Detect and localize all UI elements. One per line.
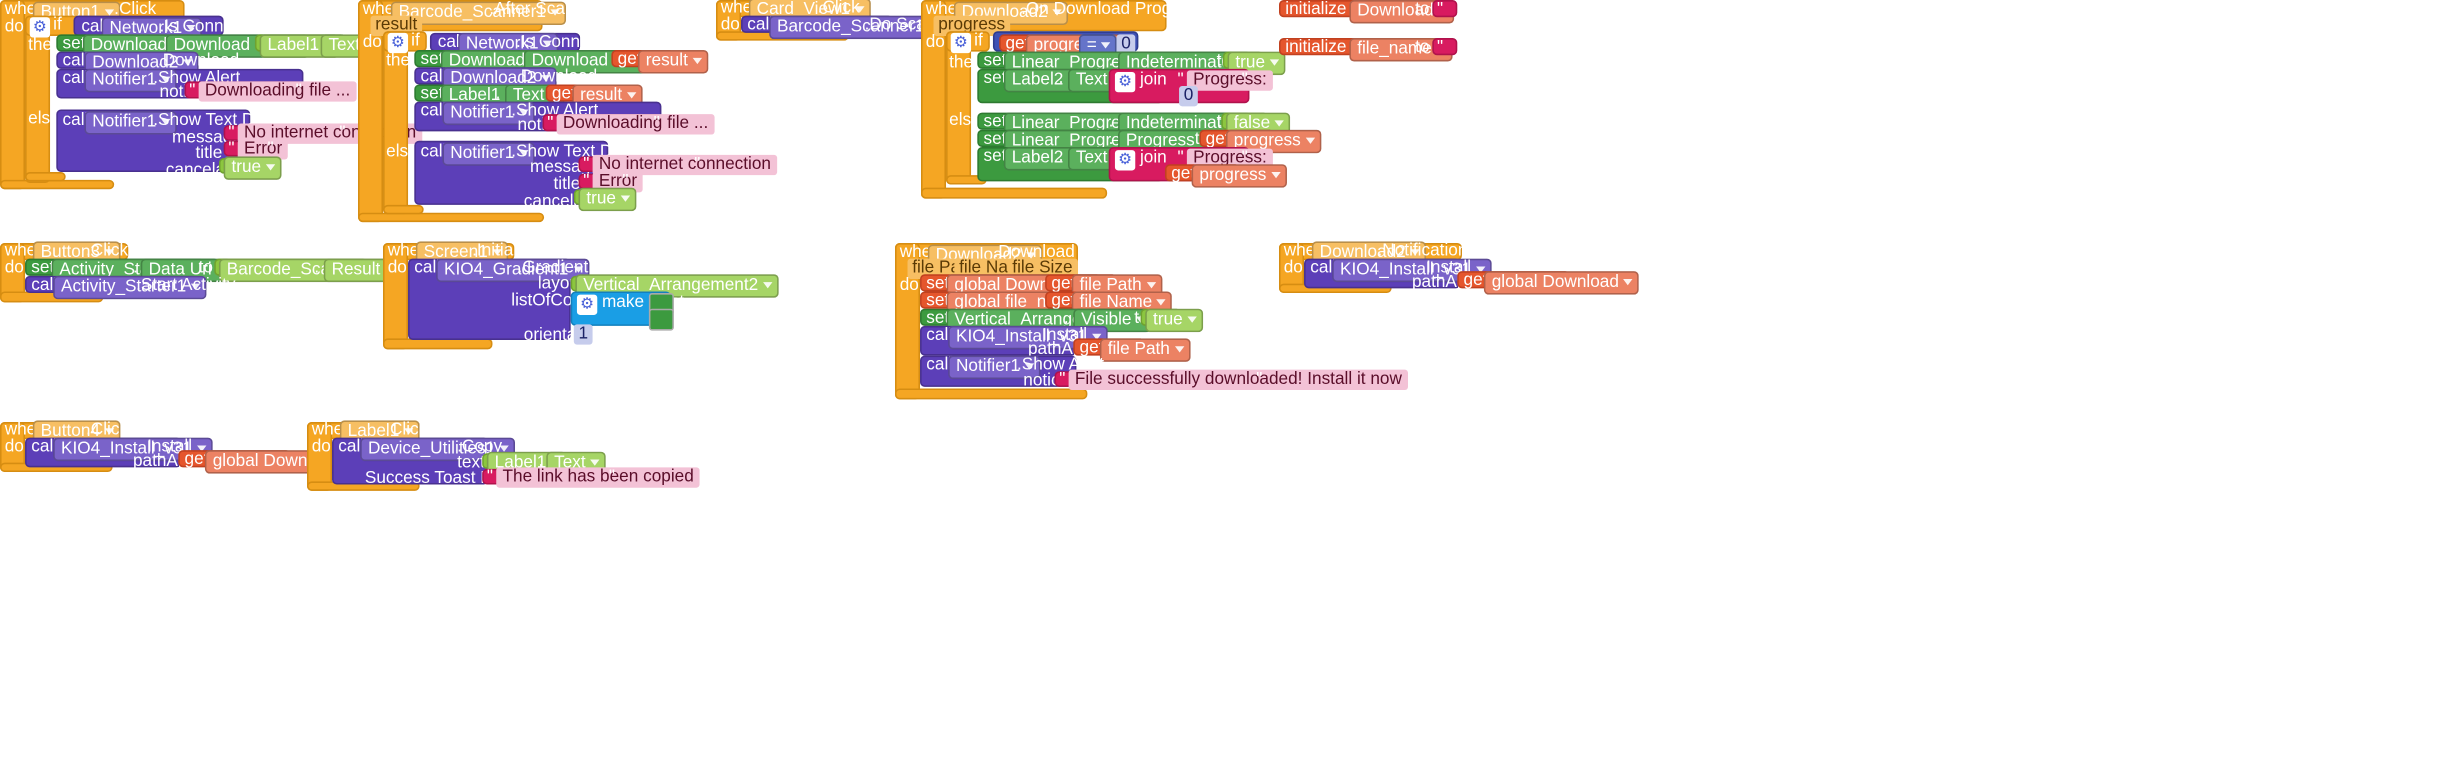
gear-icon[interactable]: ⚙ — [576, 294, 598, 315]
gear-icon[interactable]: ⚙ — [29, 17, 51, 38]
get-file-name[interactable]: get file Name — [1045, 291, 1173, 315]
compare-progress-equals-zero[interactable]: get progress = 0 — [992, 31, 1139, 58]
gear-icon[interactable]: ⚙ — [387, 32, 409, 54]
event-name: .Click — [114, 0, 157, 19]
set-progressbar-progress[interactable]: set Linear_Progressbar1 . Progress to — [977, 129, 1216, 154]
set-activity-starter-data-uri[interactable]: set Activity_Starter1 . Data Uri to — [25, 258, 233, 283]
get-file-path[interactable]: get file Path — [1045, 274, 1163, 298]
set-vertical-arrangement3-visible[interactable]: set Vertical_Arrangement3 . Visible to — [920, 308, 1152, 333]
join-block[interactable]: ⚙ join " Progress: " 0 — [1108, 68, 1274, 107]
set-progressbar-indeterminate[interactable]: set Linear_Progressbar1 . Indeterminate … — [977, 112, 1252, 137]
color-slot[interactable] — [648, 308, 674, 331]
if-label: if — [53, 15, 62, 35]
false-boolean-block[interactable]: false — [1221, 112, 1291, 137]
component-dropdown[interactable]: Barcode_Scanner1 — [390, 1, 567, 26]
param-result[interactable]: result — [370, 15, 422, 36]
param-progress[interactable]: progress — [933, 15, 1010, 36]
call-network1-is-connected[interactable]: call Network1 .Is Connected — [429, 32, 622, 57]
call-kio4-install[interactable]: call KIO4_Install_v31 .Install pathApp — [25, 437, 213, 470]
true-boolean-block[interactable]: true — [218, 156, 282, 180]
call-device-utilities-copy[interactable]: call Device_Utilities1 .Copy text Succes… — [332, 437, 550, 488]
call-kio4-install[interactable]: call KIO4_Install_v31 .Install pathApp — [1304, 258, 1492, 291]
call-activity-starter-start[interactable]: call Activity_Starter1 .Start Activity — [25, 275, 236, 300]
get-result[interactable]: get result — [545, 84, 643, 108]
call-barcode-scanner1-do-scan[interactable]: call Barcode_Scanner1 .Do Scan — [741, 15, 945, 40]
downloading-text-block[interactable]: " Downloading file ... " — [184, 81, 357, 102]
true-boolean-block[interactable]: true — [1140, 308, 1204, 333]
call-notifier1-show-alert[interactable]: call Notifier1 .Show Alert notice — [920, 355, 1104, 390]
gear-icon[interactable]: ⚙ — [950, 32, 972, 54]
error-text-block[interactable]: " Error " — [223, 139, 289, 160]
else-label: else — [28, 109, 60, 129]
get-global-download[interactable]: get global Download — [1457, 271, 1640, 295]
gear-icon[interactable]: ⚙ — [1114, 71, 1136, 93]
call-kio4-gradient[interactable]: call KIO4_Gradient1 .Gradient layout lis… — [408, 258, 604, 345]
get-file-path[interactable]: get file Path — [1073, 338, 1191, 362]
call-download2-download[interactable]: call Download2 .Download — [56, 51, 239, 76]
get-result[interactable]: get result — [611, 50, 709, 74]
scanner-result-getter[interactable]: Barcode_Scanner1 . Result — [214, 258, 401, 283]
call-download2-download[interactable]: call Download2 .Download — [414, 67, 597, 91]
do-label: do — [4, 17, 24, 36]
copied-text-block[interactable]: " The link has been copied " — [482, 467, 701, 488]
get-progress[interactable]: get progress — [1199, 129, 1322, 154]
get-global-download[interactable]: get global Download — [178, 450, 361, 474]
success-text-block[interactable]: " File successfully downloaded! Install … — [1054, 369, 1409, 391]
call-network1-is-connected[interactable]: call Network1 .Is Connected — [73, 15, 266, 41]
set-global-download[interactable]: set global Download to — [920, 274, 1102, 298]
vertical-arrangement2-getter[interactable]: Vertical_Arrangement2 — [570, 274, 779, 298]
call-kio4-install[interactable]: call KIO4_Install_v31 .Install pathApp — [920, 325, 1108, 359]
downloading-text-block[interactable]: " Downloading file ... " — [542, 114, 715, 135]
gear-icon[interactable]: ⚙ — [1114, 150, 1136, 171]
param-file-size[interactable]: file Size — [1007, 258, 1078, 279]
get-progress[interactable]: get progress — [1164, 164, 1287, 188]
set-global-file-name[interactable]: set global file_name to — [920, 291, 1101, 315]
make-a-list-block[interactable]: ⚙ make a list — [570, 291, 684, 331]
set-progressbar-indeterminate[interactable]: set Linear_Progressbar1 . Indeterminate … — [977, 51, 1252, 76]
true-boolean-block[interactable]: true — [1222, 51, 1286, 76]
label1-text-getter[interactable]: Label1 . Text — [254, 34, 381, 58]
no-internet-text-block[interactable]: " No internet connection " — [578, 154, 778, 176]
then-label: then — [28, 35, 62, 55]
true-boolean-block[interactable]: true — [573, 187, 637, 212]
